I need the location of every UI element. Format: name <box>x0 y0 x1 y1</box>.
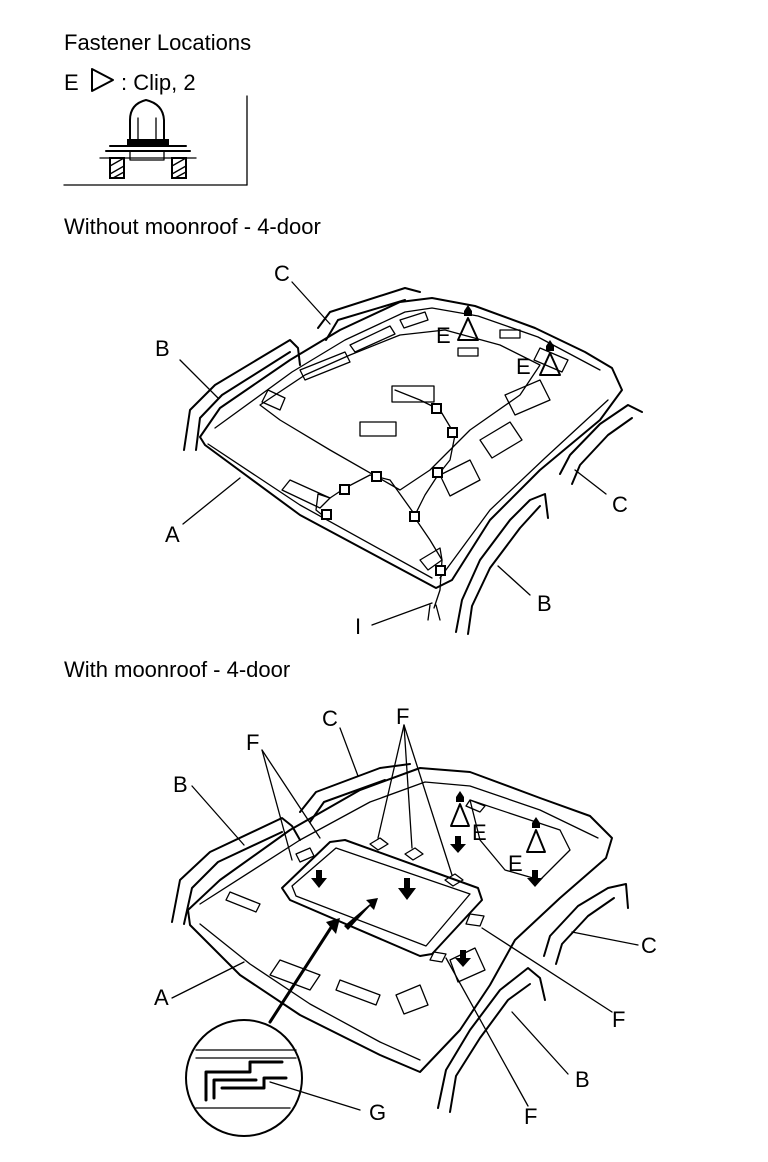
clip-marker-4-icon <box>526 817 546 853</box>
callout-i: I <box>355 614 361 639</box>
callout-e: E <box>472 820 487 845</box>
callout-b: B <box>575 1067 590 1092</box>
callout-b: B <box>155 336 170 361</box>
clip-marker-2-icon <box>539 340 561 376</box>
callout-a: A <box>154 985 169 1010</box>
clip-marker-3-icon <box>450 791 470 827</box>
callout-a: A <box>165 522 180 547</box>
callout-f: F <box>246 730 259 755</box>
headliner-with-moonroof <box>171 724 639 1137</box>
callout-e: E <box>508 851 523 876</box>
clip-detail-illustration <box>63 95 248 186</box>
clip-symbol-icon <box>91 68 114 92</box>
clip-legend-text: : Clip, 2 <box>121 70 196 95</box>
callout-c: C <box>274 261 290 286</box>
callout-b: B <box>173 772 188 797</box>
callout-c: C <box>641 933 657 958</box>
clip-legend-letter: E <box>64 70 79 95</box>
callout-e: E <box>436 323 451 348</box>
clip-marker-1-icon <box>457 305 479 341</box>
headliner-without-moonroof <box>179 281 643 635</box>
callout-b: B <box>537 591 552 616</box>
callout-f: F <box>524 1104 537 1129</box>
callout-g: G <box>369 1100 386 1125</box>
callout-e: E <box>516 354 531 379</box>
section-without-moonroof-title: Without moonroof - 4-door <box>64 214 321 239</box>
callout-c: C <box>612 492 628 517</box>
section-with-moonroof-title: With moonroof - 4-door <box>64 657 291 682</box>
callout-f: F <box>612 1007 625 1032</box>
detail-circle-g <box>185 1019 303 1137</box>
fastener-locations-title: Fastener Locations <box>64 30 252 55</box>
callout-f: F <box>396 704 409 729</box>
callout-c: C <box>322 706 338 731</box>
